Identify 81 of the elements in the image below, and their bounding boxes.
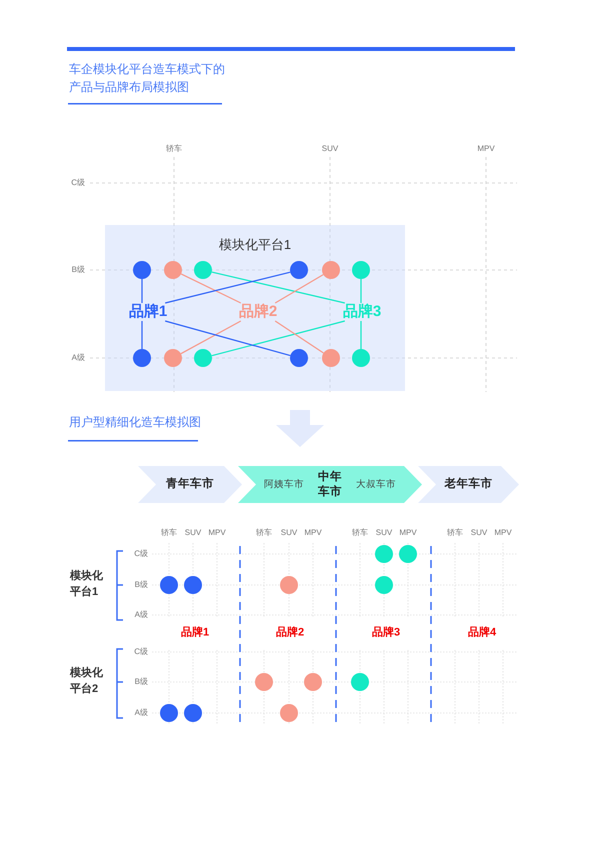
- dot-icon: [351, 673, 369, 691]
- dot-icon: [194, 349, 212, 367]
- row-label: C级: [134, 647, 148, 657]
- connector-line: [180, 320, 242, 354]
- brand-label: 品牌3: [372, 626, 400, 640]
- row-label: A级: [134, 610, 148, 620]
- chevron-banner: [138, 466, 242, 503]
- column-label: SUV: [280, 528, 298, 538]
- page-title: 车企模块化平台造车模式下的产品与品牌布局模拟图: [69, 61, 226, 96]
- panel-heading: 模块化平台1: [218, 236, 292, 254]
- section-title: 用户型精细化造车模拟图: [69, 415, 201, 430]
- dot-icon: [322, 349, 340, 367]
- column-label: MPV: [399, 528, 417, 538]
- dot-icon: [133, 261, 151, 279]
- connector-line: [165, 272, 290, 304]
- dot-icon: [164, 349, 182, 367]
- column-label: 轿车: [166, 144, 182, 154]
- column-label: SUV: [376, 528, 392, 538]
- market-label: 阿姨车市: [264, 478, 304, 491]
- row-label: A级: [72, 353, 85, 363]
- column-label: SUV: [470, 528, 488, 538]
- dot-icon: [184, 576, 202, 594]
- chevron-banner: [418, 466, 519, 503]
- connector-line: [212, 320, 345, 356]
- brand-label: 品牌1: [128, 303, 168, 321]
- platform-label: 模块化平台1: [70, 569, 104, 600]
- dot-icon: [164, 261, 182, 279]
- dot-icon: [352, 349, 370, 367]
- market-label: 大叔车市: [356, 478, 396, 491]
- dot-icon: [352, 261, 370, 279]
- dot-icon: [160, 576, 178, 594]
- platform-panel: [105, 225, 405, 391]
- row-label: C级: [134, 549, 148, 559]
- row-label: A级: [134, 708, 148, 718]
- dot-icon: [194, 261, 212, 279]
- connector-line: [141, 321, 143, 349]
- column-label: 轿车: [256, 528, 272, 538]
- dot-icon: [280, 704, 298, 722]
- brand-label: 品牌3: [342, 303, 382, 321]
- connector-line: [180, 273, 242, 304]
- dot-icon: [160, 704, 178, 722]
- dot-icon: [290, 349, 308, 367]
- platform-label: 模块化平台2: [70, 666, 104, 697]
- connector-line: [212, 271, 345, 304]
- dot-icon: [375, 576, 393, 594]
- dot-icon: [280, 576, 298, 594]
- column-label: MPV: [304, 528, 322, 538]
- connector-line: [165, 320, 290, 356]
- column-label: MPV: [477, 144, 495, 154]
- dot-icon: [304, 673, 322, 691]
- row-label: B级: [134, 677, 148, 687]
- dot-icon: [322, 261, 340, 279]
- market-label: 老年车市: [444, 477, 492, 492]
- brand-label: 品牌2: [276, 626, 304, 640]
- dot-icon: [255, 673, 273, 691]
- column-label: 轿车: [352, 528, 368, 538]
- connector-line: [274, 274, 324, 304]
- connector-line: [360, 279, 362, 303]
- column-label: MPV: [208, 528, 226, 538]
- column-label: 轿车: [447, 528, 463, 538]
- chevron-banner: [238, 466, 422, 503]
- connector-line: [274, 320, 324, 354]
- row-label: B级: [72, 265, 85, 275]
- dot-icon: [184, 704, 202, 722]
- brand-label: 品牌1: [180, 626, 210, 640]
- column-label: SUV: [322, 144, 338, 154]
- connector-line: [360, 321, 362, 349]
- brand-label: 品牌4: [468, 626, 496, 640]
- brand-label: 品牌2: [238, 303, 278, 321]
- dot-icon: [375, 545, 393, 563]
- dot-icon: [290, 261, 308, 279]
- column-label: 轿车: [161, 528, 177, 538]
- row-label: B级: [134, 580, 148, 590]
- market-label: 中年车市: [317, 470, 343, 499]
- row-label: C级: [71, 178, 85, 188]
- market-label: 青年车市: [166, 477, 214, 492]
- column-label: MPV: [494, 528, 512, 538]
- connector-line: [141, 279, 143, 303]
- column-label: SUV: [184, 528, 202, 538]
- dot-icon: [399, 545, 417, 563]
- dot-icon: [133, 349, 151, 367]
